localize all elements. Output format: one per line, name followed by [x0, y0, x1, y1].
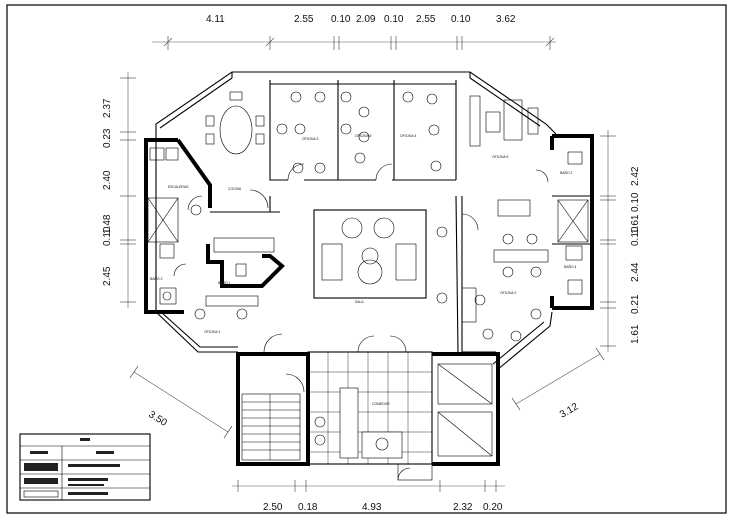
label-oficina-3: OFICINA 3 [302, 137, 319, 141]
dining-area [307, 335, 433, 481]
doors [173, 163, 549, 353]
stair-block [236, 352, 310, 466]
dim-left-4: 1.48 [102, 214, 113, 234]
dim-diagonal-right: 3.12 [558, 401, 581, 420]
dim-top-6: 2.55 [416, 14, 436, 25]
elevator-block [432, 352, 500, 466]
label-comedor: COMEDOR [372, 402, 390, 406]
bottom-dimension-line [232, 480, 505, 492]
dim-right-3: 1.61 [630, 214, 641, 234]
label-oficina-2: OFICINA 2 [500, 291, 517, 295]
label-escaleras: ESCALERAS [168, 185, 189, 189]
label-bano-4: BAÑO 4 [564, 264, 577, 269]
label-bano-1: BAÑO 1 [218, 280, 231, 285]
dim-right-1: 2.42 [630, 166, 641, 186]
office-chairs [190, 91, 542, 446]
bathroom-block-right [550, 134, 594, 310]
label-oficina-6: OFICINA 6 [492, 155, 509, 159]
left-dimension-line [120, 72, 136, 308]
dim-left-1: 2.37 [102, 98, 113, 118]
diagonal-dimension-right [511, 347, 605, 411]
sheet-border [6, 4, 727, 514]
dim-top-5: 0.10 [384, 14, 404, 25]
dim-right-4: 0.10 [630, 226, 641, 246]
dim-top-1: 4.11 [206, 14, 225, 25]
office-partitions [210, 80, 496, 353]
dim-diagonal-left: 3.50 [146, 409, 169, 429]
exterior-wall [155, 71, 557, 371]
label-bano-3: BAÑO 3 [150, 276, 163, 281]
dim-bottom-2: 0.18 [298, 502, 318, 513]
label-oficina-1: OFICINA 1 [204, 330, 221, 334]
legend-table [19, 433, 151, 501]
dim-top-4: 2.09 [356, 14, 376, 25]
dim-left-2: 0.23 [102, 128, 113, 148]
dim-left-3: 2.40 [102, 170, 113, 190]
right-dimension-line [600, 130, 616, 352]
dim-top-3: 0.10 [331, 14, 351, 25]
office-6-furniture [485, 99, 549, 263]
label-oficina-5: OFICINA 5 [355, 134, 372, 138]
dim-right-2: 0.10 [630, 192, 641, 212]
dim-bottom-1: 2.50 [263, 502, 283, 513]
label-bano-2: BAÑO 2 [560, 170, 573, 175]
dim-bottom-5: 0.20 [483, 502, 503, 513]
dim-bottom-3: 4.93 [362, 502, 382, 513]
kitchen-counter [213, 237, 275, 253]
lounge [313, 209, 427, 299]
diagonal-dimension-left [129, 365, 233, 439]
label-sala: SALA [355, 300, 364, 304]
dim-left-6: 2.45 [102, 266, 113, 286]
office-1-desk [205, 295, 259, 307]
label-cocina: COCINA [228, 187, 242, 191]
dim-bottom-4: 2.32 [453, 502, 473, 513]
bathroom-block-left [144, 138, 212, 314]
dim-top-2: 2.55 [294, 14, 314, 25]
dim-right-7: 1.61 [630, 324, 641, 344]
meeting-table [205, 91, 265, 155]
dim-top-8: 3.62 [496, 14, 516, 25]
dim-top-7: 0.10 [451, 14, 471, 25]
dim-left-5: 0.10 [102, 226, 113, 246]
label-oficina-4: OFICINA 4 [400, 134, 417, 138]
dim-right-5: 2.44 [630, 262, 641, 282]
top-dimension-line [152, 36, 556, 50]
bathroom-1-wall [206, 244, 285, 288]
bathroom-1-toilet [235, 263, 247, 277]
dim-right-6: 0.21 [630, 294, 641, 314]
